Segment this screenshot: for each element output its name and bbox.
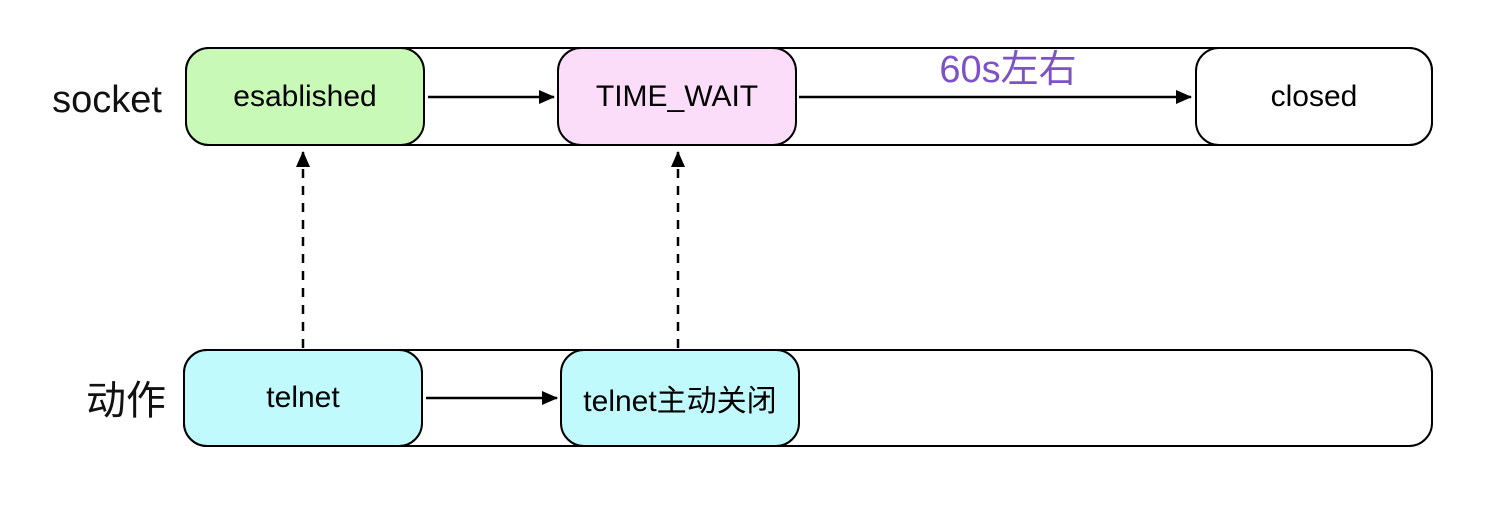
action-telnet-close-label: telnet主动关闭 <box>583 385 777 418</box>
state-time-wait-label: TIME_WAIT <box>595 79 759 113</box>
timer-annotation: 60s左右 <box>939 49 1077 91</box>
lane-label-socket: socket <box>52 79 162 121</box>
action-telnet-label: telnet <box>266 381 340 414</box>
state-esablished-label: esablished <box>233 79 377 113</box>
state-time-wait: TIME_WAIT <box>557 47 797 146</box>
state-closed: closed <box>1195 47 1433 146</box>
action-telnet: telnet <box>183 349 423 447</box>
action-telnet-close: telnet主动关闭 <box>560 349 800 447</box>
state-closed-label: closed <box>1270 79 1358 113</box>
state-esablished: esablished <box>185 47 425 146</box>
lane-label-action: 动作 <box>86 379 166 423</box>
